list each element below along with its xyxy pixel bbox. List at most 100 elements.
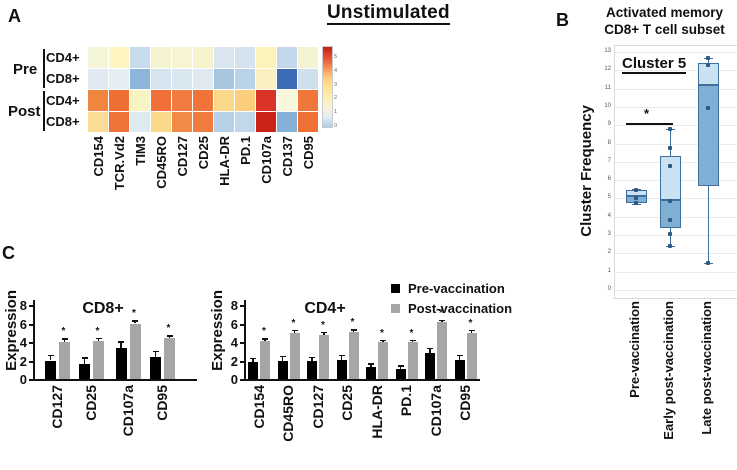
panel-a-label: A [8, 6, 21, 26]
error-bar [49, 354, 52, 361]
heatmap-cell [214, 68, 234, 89]
cd4-chart-title: CD4+ [304, 300, 346, 317]
y-tick-label: 6 [230, 316, 238, 332]
heatmap-cell [172, 90, 192, 111]
box-point [634, 188, 638, 193]
heatmap-cell [130, 111, 150, 132]
post-vaccination-bar [93, 341, 104, 379]
significance-asterisk: * [644, 106, 650, 122]
heatmap-cell [109, 111, 129, 132]
heatmap-cell [88, 90, 108, 111]
category-label: CD25 [83, 385, 100, 421]
error-bar [134, 320, 136, 324]
significance-asterisk: * [291, 317, 296, 329]
y-tick-label: 8 [19, 298, 27, 313]
category-label: CD107a [427, 385, 444, 437]
error-bar-cap [166, 335, 173, 337]
y-tick-mark [240, 323, 244, 326]
significance-asterisk: * [321, 319, 325, 331]
heatmap-cell [151, 68, 171, 89]
post-vaccination-bar [289, 332, 300, 379]
significance-asterisk: * [439, 307, 443, 319]
boxplot-ytick-label: 12 [604, 66, 611, 73]
heatmap-cell [193, 90, 213, 111]
error-bar-cap [439, 319, 445, 322]
heatmap-col-label: TCR.Vd2 [111, 136, 127, 191]
row-label-post-cd8: CD8+ [46, 114, 80, 129]
heatmap-cell [193, 47, 213, 68]
heatmap-col-label: CD45RO [153, 136, 169, 189]
heatmap-cell [130, 68, 150, 89]
box-point [668, 244, 672, 249]
y-tick-mark [29, 323, 33, 326]
heatmap-cell [172, 68, 192, 89]
heatmap-cell [298, 90, 318, 111]
heatmap-cell [256, 68, 276, 89]
heatmap-cell [298, 47, 318, 68]
post-vaccination-bar [319, 334, 329, 379]
boxplot-gridline [615, 271, 737, 273]
heatmap-col-label: CD137 [279, 136, 295, 177]
pre-vaccination-bar [307, 361, 317, 379]
error-bar-cap [397, 365, 404, 367]
box-point [706, 62, 710, 67]
error-bar [154, 350, 157, 357]
heatmap-cell [214, 47, 234, 68]
pre-vaccination-bar [277, 360, 288, 379]
box-point [668, 146, 672, 151]
significance-asterisk: * [468, 317, 473, 329]
post-vaccination-bar [378, 342, 388, 379]
y-tick-label: 4 [230, 335, 238, 350]
heatmap-cell [130, 47, 150, 68]
category-label: CD107a [119, 385, 136, 437]
significance-asterisk: * [132, 308, 136, 320]
pre-vaccination-bar [425, 353, 435, 379]
error-bar [168, 335, 171, 339]
category-label: CD45RO [280, 385, 297, 442]
heatmap-cell [277, 90, 297, 111]
post-vaccination-bar [260, 341, 270, 379]
boxplot-x-label: Pre-vaccination [627, 301, 643, 398]
y-tick-label: 0 [19, 372, 27, 387]
colorbar-tick-label: 1 [334, 109, 338, 116]
heatmap-cell [298, 111, 318, 132]
cd8-chart-title: CD8+ [82, 300, 124, 317]
boxplot-x-label: Early post-vaccination [661, 301, 677, 440]
heatmap-cell [256, 90, 276, 111]
heatmap-cell [109, 90, 129, 111]
heatmap-col-label: HLA-DR [216, 136, 232, 186]
boxplot-gridline [615, 88, 737, 90]
boxplot-ytick-label: 9 [607, 121, 611, 128]
boxplot-gridline [615, 125, 737, 127]
heatmap-col-label: CD95 [300, 136, 316, 170]
y-tick-label: 6 [19, 316, 27, 332]
error-bar-cap [279, 355, 286, 358]
error-bar-cap [456, 354, 463, 357]
y-tick-mark [240, 360, 244, 363]
heatmap-cell [151, 47, 171, 68]
error-bar-cap [291, 329, 298, 332]
error-bar-cap [81, 357, 88, 359]
boxplot-ytick-label: 4 [607, 212, 611, 219]
y-tick-label: 2 [230, 353, 238, 369]
y-tick-mark [29, 360, 33, 363]
legend-item: Post-vaccination [391, 301, 512, 316]
error-bar [458, 354, 461, 360]
error-bar-cap [118, 341, 124, 343]
box-lower [659, 200, 681, 228]
error-bar-cap [95, 337, 102, 340]
error-bar-cap [380, 339, 386, 342]
heatmap-cell [193, 111, 213, 132]
heatmap-cell [235, 111, 255, 132]
post-vaccination-bar [466, 332, 477, 379]
colorbar-tick-label: 0 [334, 123, 338, 129]
box-point [706, 56, 710, 61]
y-axis-line [244, 300, 246, 379]
pre-vaccination-bar [115, 348, 127, 379]
significance-asterisk: * [61, 326, 66, 338]
boxplot-ytick-label: 8 [607, 139, 611, 146]
cluster-frequency-axis-label: Cluster Frequency [578, 105, 595, 237]
box-point [706, 105, 710, 110]
heatmap-cell [214, 111, 234, 132]
pre-vaccination-bar [150, 356, 161, 379]
